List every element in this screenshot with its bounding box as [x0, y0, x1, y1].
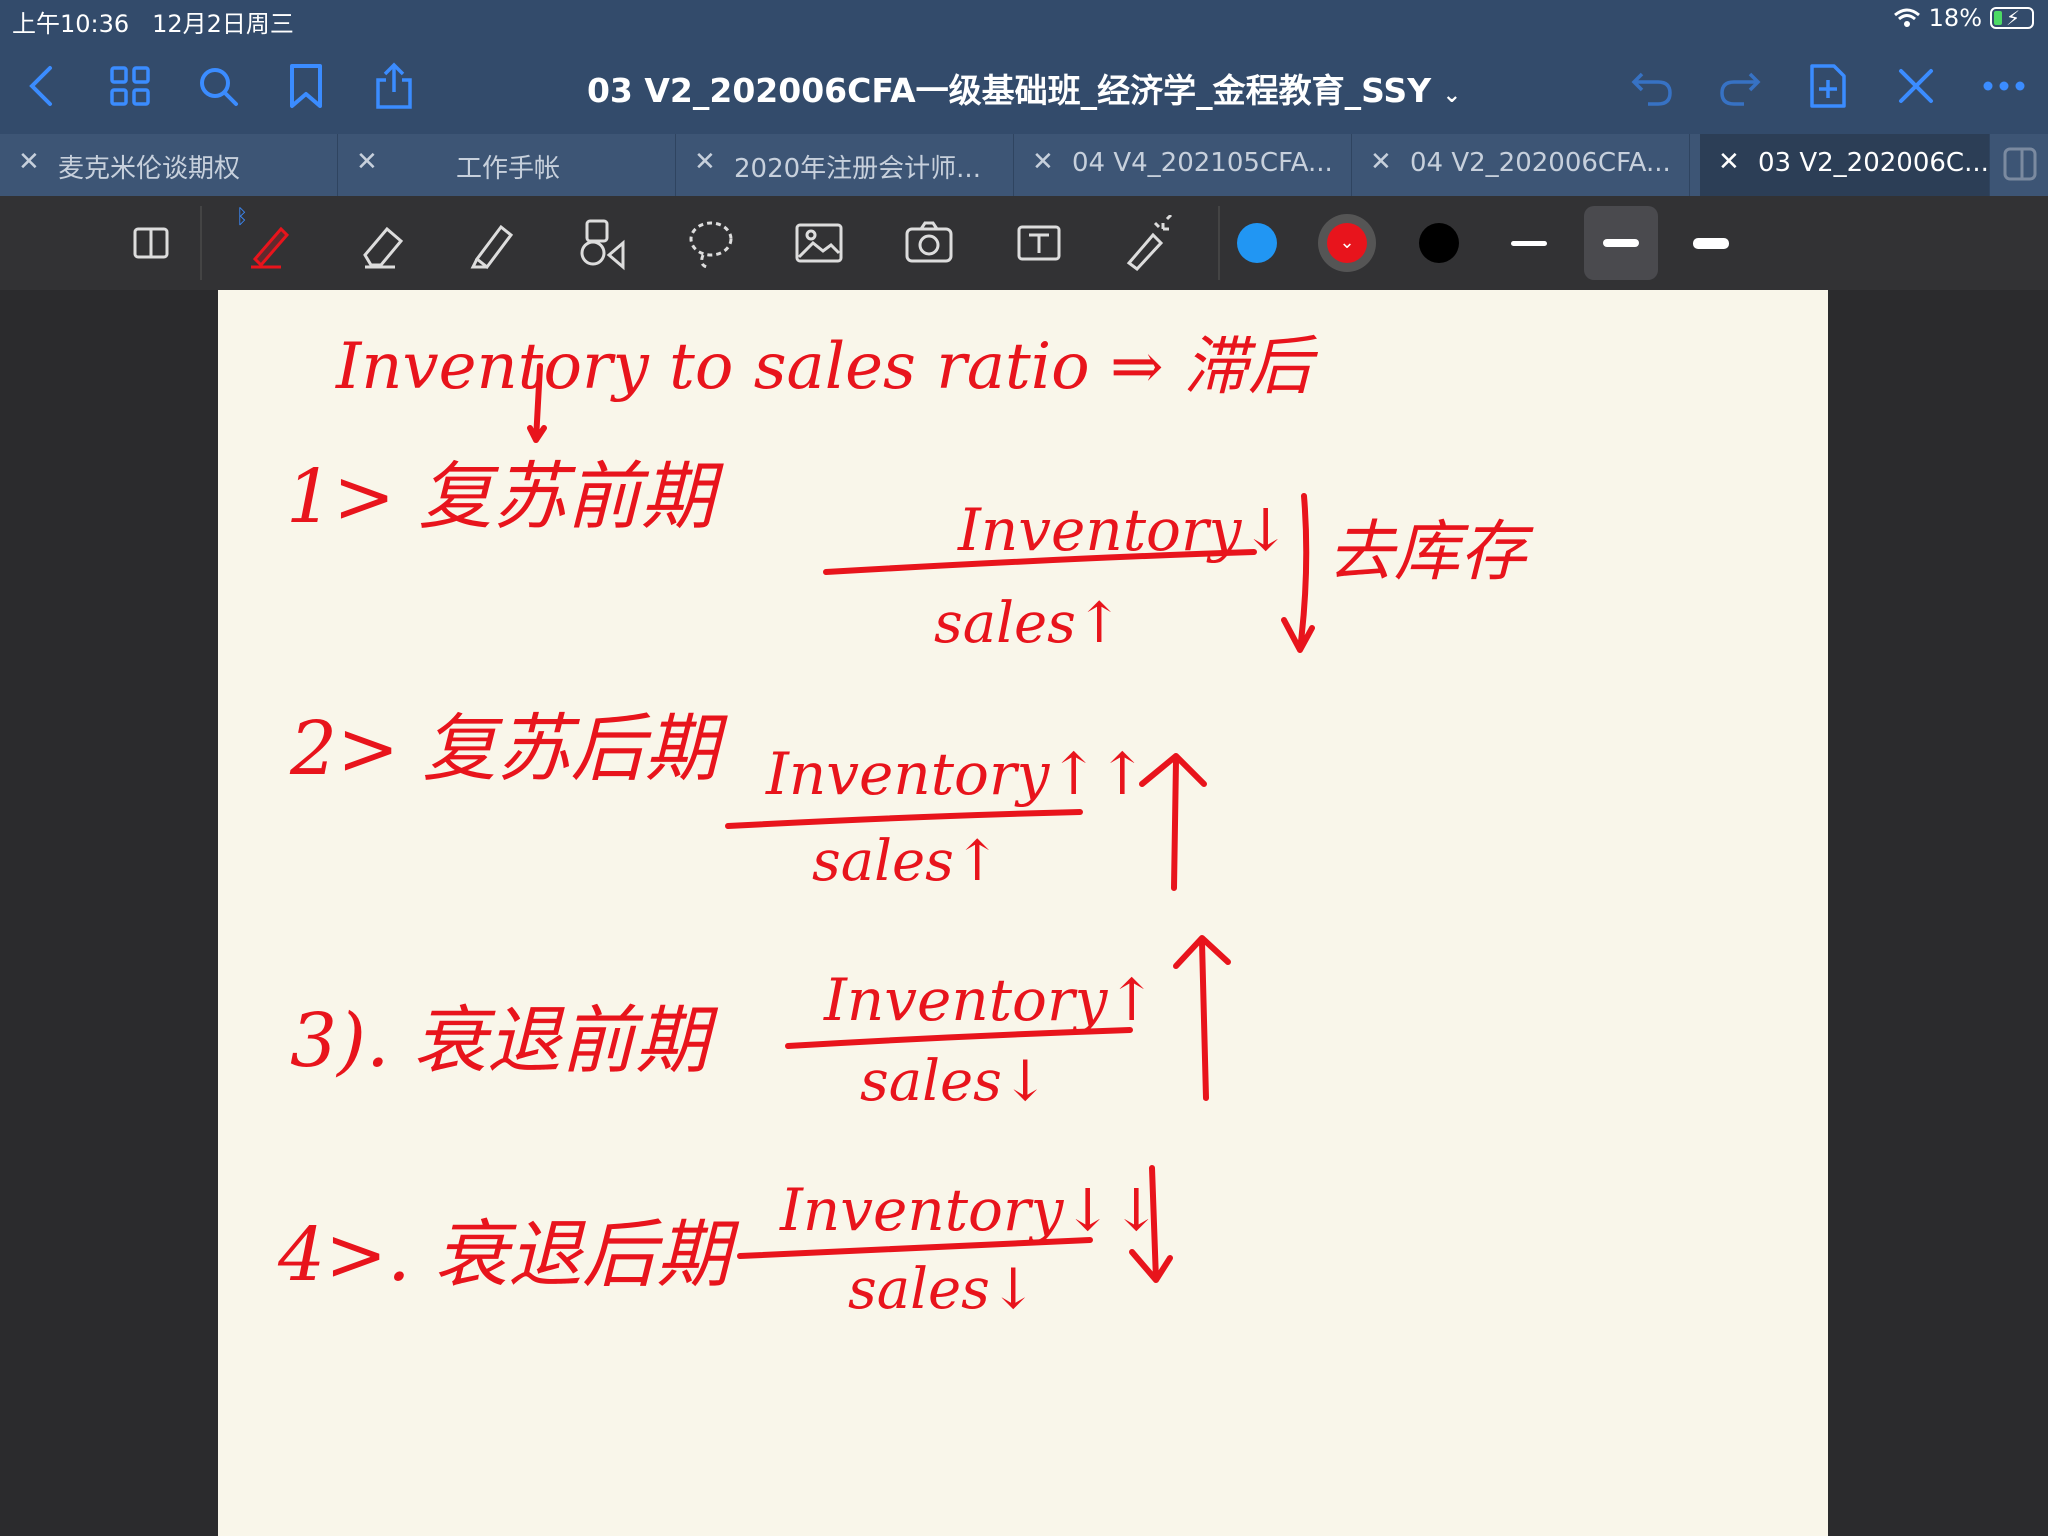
highlighter-icon[interactable]	[460, 210, 526, 276]
add-page-icon[interactable]	[1798, 56, 1858, 116]
stroke-width-medium-selected[interactable]	[1584, 206, 1658, 280]
image-icon[interactable]	[786, 210, 852, 276]
bluetooth-icon: ᛒ	[236, 204, 248, 228]
color-swatch-red-selected[interactable]: ⌄	[1314, 210, 1380, 276]
document-title[interactable]: 03 V2_202006CFA一级基础班_经济学_金程教育_SSY ⌄	[0, 64, 2048, 112]
search-icon[interactable]	[188, 56, 248, 116]
text-box-icon[interactable]	[1006, 210, 1072, 276]
battery-percent: 18%	[1928, 4, 1982, 32]
split-view-icon[interactable]	[2002, 146, 2038, 186]
grid-icon[interactable]	[100, 56, 160, 116]
phase-4-ratio-arrow-down	[1129, 1165, 1173, 1283]
tab-4[interactable]: ✕ 04 V4_202105CFA...	[1014, 134, 1352, 196]
phase-2-label: 2> 复苏后期	[289, 706, 729, 792]
close-toolbar-icon[interactable]	[1886, 56, 1946, 116]
tab-label: 2020年注册会计师...	[734, 154, 981, 184]
page-view-icon[interactable]	[118, 210, 184, 276]
tab-label: 04 V4_202105CFA...	[1072, 148, 1333, 178]
phase-4-numerator: Inventory↓↓	[779, 1176, 1161, 1244]
wifi-icon	[1893, 8, 1920, 27]
tab-5[interactable]: ✕ 04 V2_202006CFA...	[1352, 134, 1690, 196]
status-time: 上午10:36 12月2日周三	[12, 4, 294, 39]
lasso-icon[interactable]	[678, 210, 744, 276]
shapes-icon[interactable]	[568, 210, 634, 276]
note-title: Inventory to sales ratio ⇒ 滞后	[335, 330, 1319, 404]
tab-label: 03 V2_202006C...	[1758, 148, 1988, 178]
phase-1-note: 去库存	[1328, 513, 1534, 590]
tab-1[interactable]: ✕ 麦克米伦谈期权	[0, 134, 338, 196]
chevron-left-icon[interactable]	[12, 56, 72, 116]
phase-2-denominator: sales↑	[812, 829, 1001, 894]
status-time-text: 上午10:36	[12, 10, 130, 38]
close-icon[interactable]: ✕	[1370, 147, 1392, 177]
tab-label: 04 V2_202006CFA...	[1410, 148, 1671, 178]
pen-icon[interactable]: ᛒ	[236, 204, 302, 276]
close-icon[interactable]: ✕	[356, 147, 378, 177]
close-icon[interactable]: ✕	[18, 147, 40, 177]
phase-2-numerator: Inventory↑↑	[765, 740, 1147, 808]
more-icon[interactable]	[1974, 56, 2034, 116]
document-title-text: 03 V2_202006CFA一级基础班_经济学_金程教育_SSY	[586, 71, 1432, 110]
phase-3-ratio-arrow-up	[1173, 935, 1231, 1101]
camera-icon[interactable]	[896, 210, 962, 276]
phase-3-numerator: Inventory↑	[823, 966, 1156, 1034]
tab-label: 工作手帐	[456, 154, 561, 184]
phase-2-ratio-arrow-up	[1139, 753, 1207, 891]
color-swatch-black[interactable]	[1406, 210, 1472, 276]
arrow-down-under-title	[527, 363, 547, 443]
phase-2-fraction-line	[725, 809, 1083, 829]
stroke-width-thin[interactable]	[1496, 210, 1562, 276]
phase-1-fraction-line	[823, 549, 1257, 575]
color-swatch-blue[interactable]	[1224, 210, 1290, 276]
nav-bar: 03 V2_202006CFA一级基础班_经济学_金程教育_SSY ⌄	[0, 38, 2048, 134]
phase-3-fraction-line	[785, 1027, 1133, 1049]
status-date-text: 12月2日周三	[152, 10, 294, 38]
redo-icon[interactable]	[1710, 56, 1770, 116]
stroke-width-thick[interactable]	[1678, 210, 1744, 276]
tab-6-active[interactable]: ✕ 03 V2_202006C...	[1700, 134, 1990, 196]
tab-3[interactable]: ✕ 2020年注册会计师...	[676, 134, 1014, 196]
status-bar: 上午10:36 12月2日周三 18% ⚡	[0, 0, 2048, 38]
chevron-down-icon[interactable]: ⌄	[1442, 83, 1462, 108]
phase-4-label: 4>. 衰退后期	[277, 1212, 740, 1298]
phase-1-label: 1> 复苏前期	[286, 454, 725, 540]
tab-2[interactable]: ✕ 工作手帐	[338, 134, 676, 196]
phase-3-label: 3). 衰退前期	[290, 998, 719, 1084]
close-icon[interactable]: ✕	[1718, 147, 1740, 177]
laser-pointer-icon[interactable]	[1114, 210, 1180, 276]
phase-4-fraction-line	[737, 1237, 1093, 1259]
share-icon[interactable]	[364, 56, 424, 116]
phase-4-denominator: sales↓	[848, 1257, 1037, 1322]
phase-3-denominator: sales↓	[860, 1049, 1049, 1114]
drawing-toolbar: ᛒ	[0, 196, 2048, 290]
phase-1-ratio-arrow-down	[1281, 493, 1315, 653]
close-icon[interactable]: ✕	[694, 147, 716, 177]
bookmark-icon[interactable]	[276, 56, 336, 116]
tab-bar: ✕ 麦克米伦谈期权 ✕ 工作手帐 ✕ 2020年注册会计师... ✕ 04 V4…	[0, 134, 2048, 196]
close-icon[interactable]: ✕	[1032, 147, 1054, 177]
battery-icon: ⚡	[1990, 6, 2034, 30]
phase-1-denominator: sales↑	[934, 591, 1123, 656]
eraser-icon[interactable]	[350, 210, 416, 276]
note-canvas[interactable]: Inventory to sales ratio ⇒ 滞后 1> 复苏前期 In…	[218, 290, 1828, 1536]
undo-icon[interactable]	[1622, 56, 1682, 116]
status-right: 18% ⚡	[1893, 4, 2034, 32]
tab-label: 麦克米伦谈期权	[58, 154, 241, 184]
